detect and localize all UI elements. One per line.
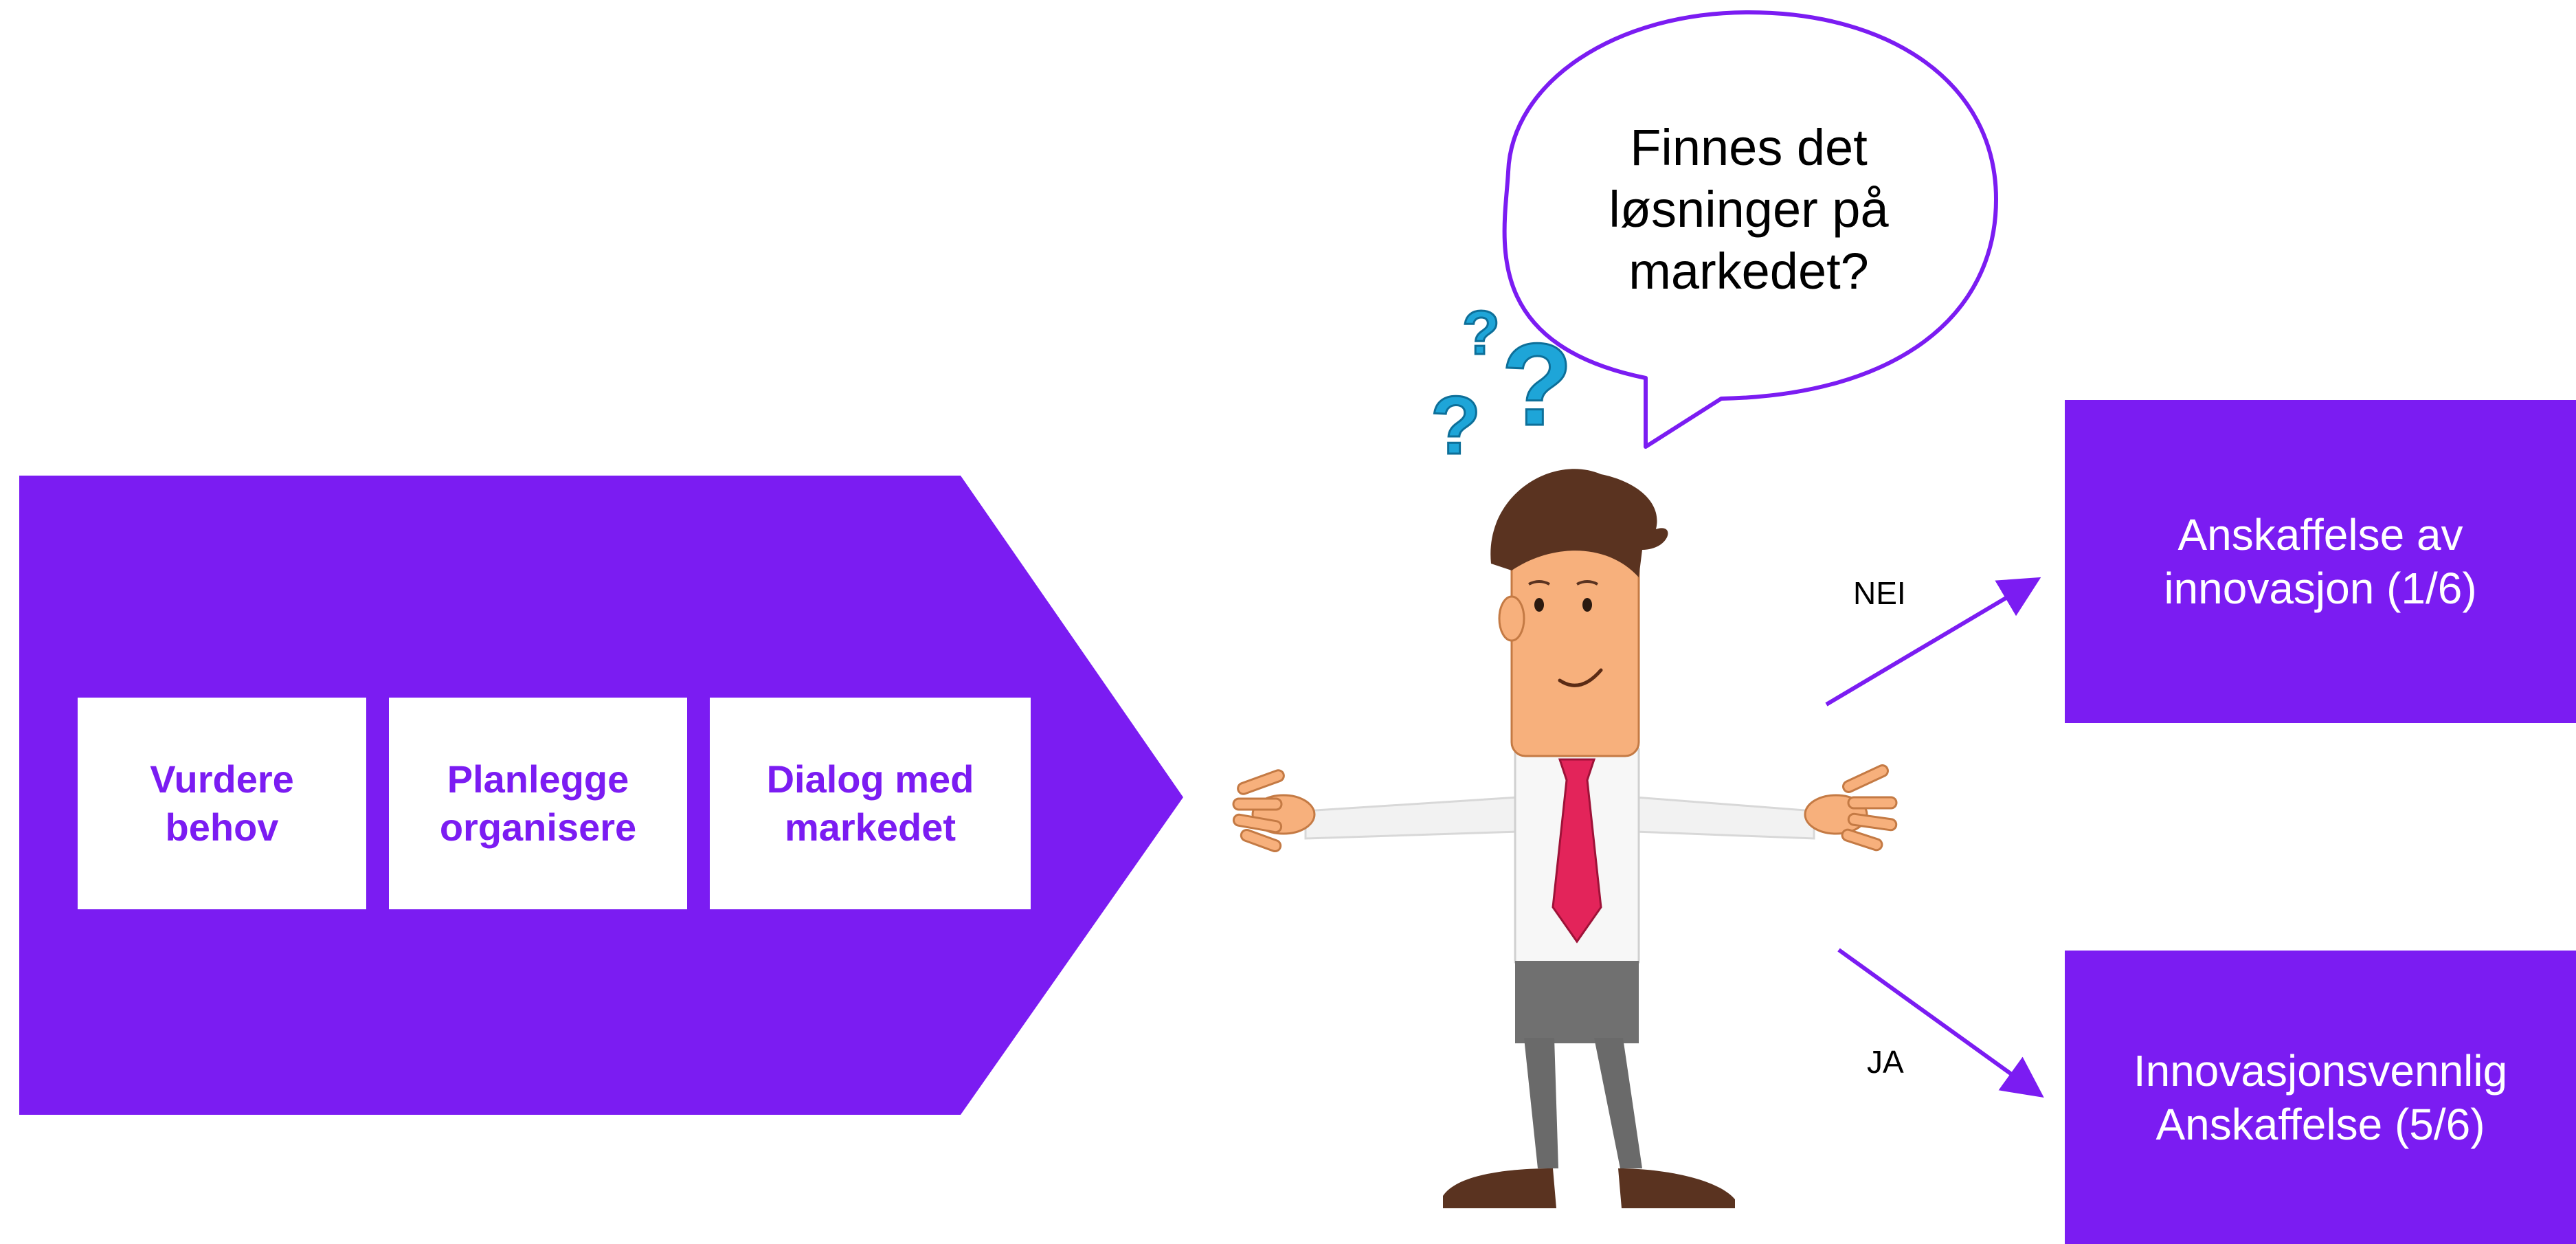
right-hand [1804,764,1898,852]
step-vurdere-behov: Vurdere behov [78,698,366,909]
outcome-upper-label: Anskaffelse av innovasjon (1/6) [2164,510,2477,613]
step-label: Planlegge organisere [439,757,637,849]
step-planlegge-organisere: Planlegge organisere [389,698,687,909]
step-label: Vurdere behov [150,757,294,849]
speech-bubble-text: Finnes det løsninger på markedet? [1609,119,1889,300]
right-eyebrow [1576,580,1598,586]
step-label: Dialog med markedet [766,757,974,849]
tie [1552,758,1602,944]
hair [1490,469,1668,577]
pants-waist [1515,961,1639,1043]
outcome-lower-box: Innovasjonsvennlig Anskaffelse (5/6) [2065,951,2576,1244]
question-mark-icon: ? [1431,379,1481,471]
left-eye [1534,598,1544,612]
step-dialog-med-markedet: Dialog med markedet [710,698,1031,909]
right-shoe [1618,1168,1735,1208]
arrow-icon [1825,577,2041,707]
left-leg [1524,1038,1558,1168]
left-ear [1498,595,1525,642]
right-leg [1594,1038,1642,1168]
smile [1558,668,1603,687]
speech-bubble-outline [1502,10,1998,449]
branch-label-nei: NEI [1853,575,1906,611]
outcome-lower-label: Innovasjonsvennlig Anskaffelse (5/6) [2133,1045,2508,1149]
left-hand [1232,769,1316,853]
question-mark-icon: ? [1462,299,1500,368]
left-shoe [1443,1168,1556,1208]
left-eyebrow [1528,580,1550,586]
outcome-upper-box: Anskaffelse av innovasjon (1/6) [2065,400,2576,723]
right-eye [1582,598,1592,612]
arrow-icon [1837,948,2044,1098]
branch-label-ja: JA [1867,1044,1904,1080]
question-mark-icon: ? [1501,320,1573,450]
